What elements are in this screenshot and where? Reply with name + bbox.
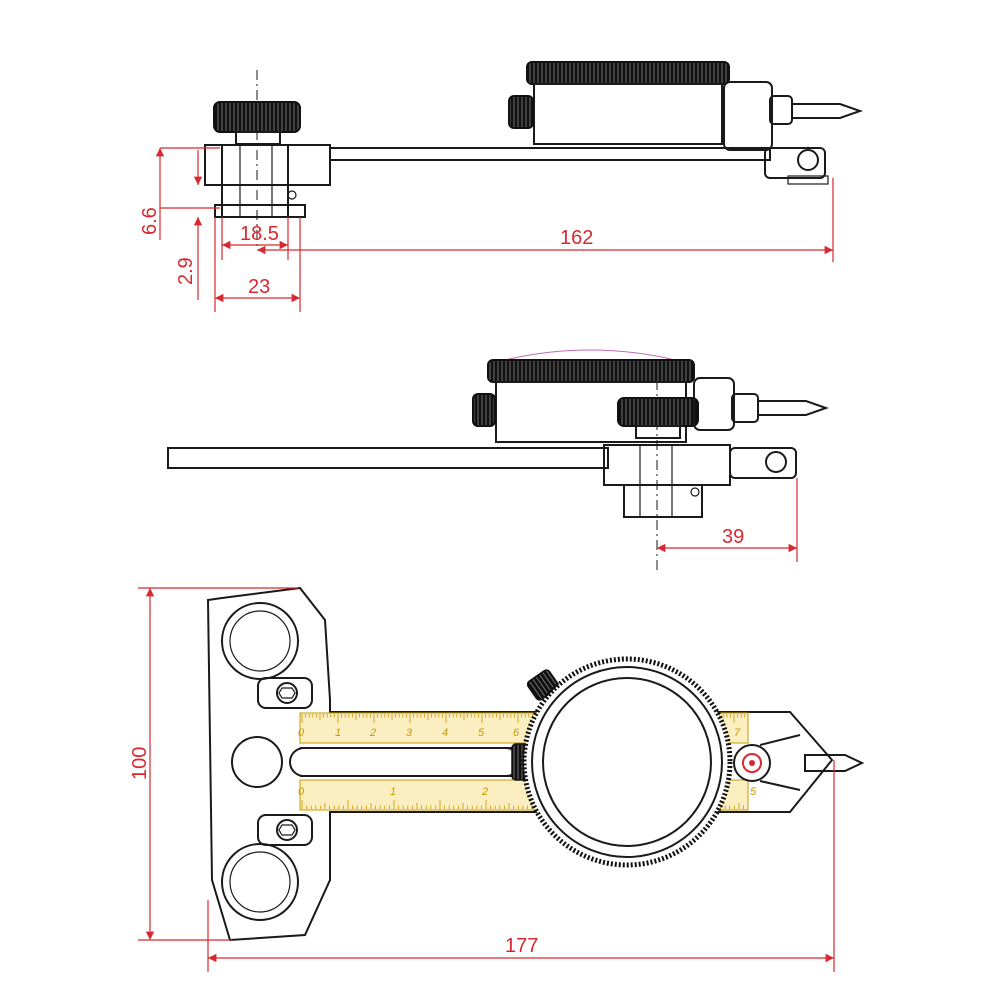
side-dial-bezel	[526, 61, 730, 85]
scale-lower-label: 2	[481, 786, 488, 798]
dim-side-width-inner: 18.5	[240, 223, 279, 245]
scale-lower-labels: 0 1 2 5	[298, 786, 757, 798]
top-center-boss	[231, 736, 283, 788]
middle-view: 39	[167, 349, 830, 570]
top-probe-tip	[804, 754, 865, 772]
dim-side-width-outer: 23	[248, 276, 270, 298]
side-probe-tip	[791, 103, 864, 119]
side-arm-bar	[329, 147, 771, 161]
side-knurled-knob	[213, 101, 301, 133]
scale-lower-label: 0	[298, 786, 305, 798]
mid-dial-side-knob	[472, 393, 496, 427]
top-dimensions: 100 177	[129, 587, 835, 972]
dim-mid-offset: 39	[722, 526, 744, 548]
scale-lower-label: 1	[390, 786, 396, 798]
top-lower-screw	[257, 814, 313, 846]
dim-side-depth: 2.9	[175, 257, 197, 285]
side-pivot-block	[764, 147, 826, 179]
scale-upper-label: 4	[442, 727, 448, 739]
side-clamp-flange	[204, 144, 331, 186]
scale-upper-label: 3	[406, 727, 413, 739]
top-lower-hole-outer	[221, 843, 299, 921]
mid-knurled-knob	[617, 397, 699, 427]
scale-upper-label: 1	[335, 727, 341, 739]
top-lower-hole-inner	[229, 851, 291, 913]
mid-dial-bezel	[487, 359, 695, 383]
dim-side-length: 162	[560, 227, 593, 249]
top-dial-bezel	[521, 656, 733, 868]
side-dimensions: 6.6 2.9 18.5 23 162	[139, 147, 834, 312]
top-view: 0 1 2 3 4 5 6 7 0 1 2 5	[129, 586, 865, 972]
dim-side-height-a: 6.6	[139, 207, 161, 235]
scale-upper-label: 7	[734, 727, 741, 739]
side-screw-hole	[287, 190, 297, 200]
mid-probe-tip	[757, 400, 830, 416]
top-dial-face	[542, 677, 712, 847]
side-knob-stem	[235, 131, 281, 145]
mid-clamp-body	[623, 484, 703, 518]
top-probe-assembly	[733, 734, 865, 791]
mid-probe-holder	[693, 377, 735, 431]
mid-dial-glass	[504, 349, 676, 361]
top-body-outline	[206, 586, 834, 942]
scale-upper-labels: 0 1 2 3 4 5 6 7	[298, 727, 741, 739]
scale-upper-label: 5	[478, 727, 485, 739]
side-clamp-body	[221, 144, 289, 218]
side-view: 6.6 2.9 18.5 23 162	[139, 61, 864, 312]
mid-dimensions: 39	[657, 478, 798, 562]
scale-upper-label: 2	[369, 727, 376, 739]
scale-upper-label: 6	[513, 727, 520, 739]
dim-top-length: 177	[505, 935, 538, 957]
scale-lower-label: 5	[750, 786, 757, 798]
top-dial-ring	[531, 666, 723, 858]
top-upper-hole-inner	[229, 610, 291, 672]
mid-clamp-flange	[603, 444, 731, 486]
top-upper-screw	[257, 677, 313, 709]
dim-top-height: 100	[129, 747, 151, 780]
scale-upper-label: 0	[298, 727, 305, 739]
mid-arm-bar	[167, 447, 609, 469]
mid-pivot-block	[729, 447, 797, 479]
top-slot	[289, 747, 521, 777]
side-dial-body	[533, 83, 723, 145]
top-upper-hole-outer	[221, 602, 299, 680]
side-dial-side-knob	[508, 95, 534, 129]
side-clamp-base	[214, 204, 306, 218]
side-probe-holder	[723, 81, 773, 151]
